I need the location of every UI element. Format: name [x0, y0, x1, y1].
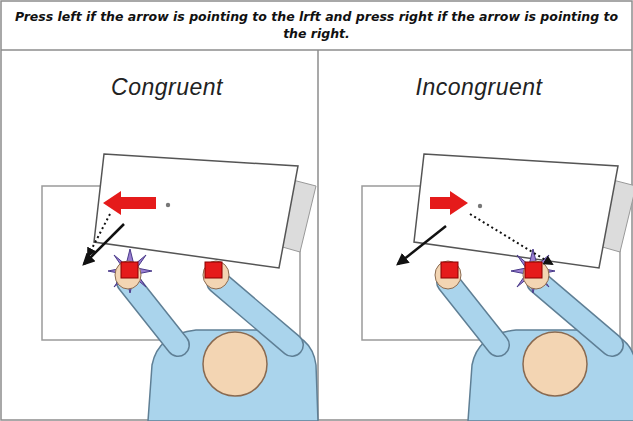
- condition-label: Incongruent: [416, 74, 543, 101]
- spatial-dotted-arrow: [470, 214, 552, 264]
- incongruent-scene: [362, 154, 633, 421]
- hand: [523, 261, 549, 289]
- stimulus-arrow: [103, 191, 156, 215]
- fixation-dot: [478, 204, 482, 208]
- hand: [435, 261, 461, 289]
- response-arrow: [398, 226, 446, 264]
- response-button: [525, 262, 542, 278]
- stimulus-arrow: [430, 191, 468, 215]
- fixation-dot: [166, 203, 170, 207]
- congruent-scene: [42, 154, 318, 421]
- instruction-title: Press left if the arrow is pointing to t…: [12, 8, 621, 42]
- panel-divider: [317, 50, 319, 420]
- scene-copy: [362, 154, 633, 421]
- press-burst: [108, 249, 152, 293]
- condition-label: Congruent: [111, 74, 223, 101]
- title-rule: [1, 49, 632, 51]
- response-arrow: [84, 224, 124, 264]
- scene-copy: [42, 154, 318, 421]
- title-band: Press left if the arrow is pointing to t…: [0, 0, 633, 50]
- response-button: [121, 262, 138, 278]
- press-burst: [511, 249, 555, 293]
- hand: [203, 261, 229, 289]
- condition-panel: Incongruent: [319, 51, 631, 419]
- response-button: [441, 262, 458, 278]
- response-button: [205, 262, 222, 278]
- hand: [115, 261, 141, 289]
- condition-panel: Congruent: [2, 51, 317, 419]
